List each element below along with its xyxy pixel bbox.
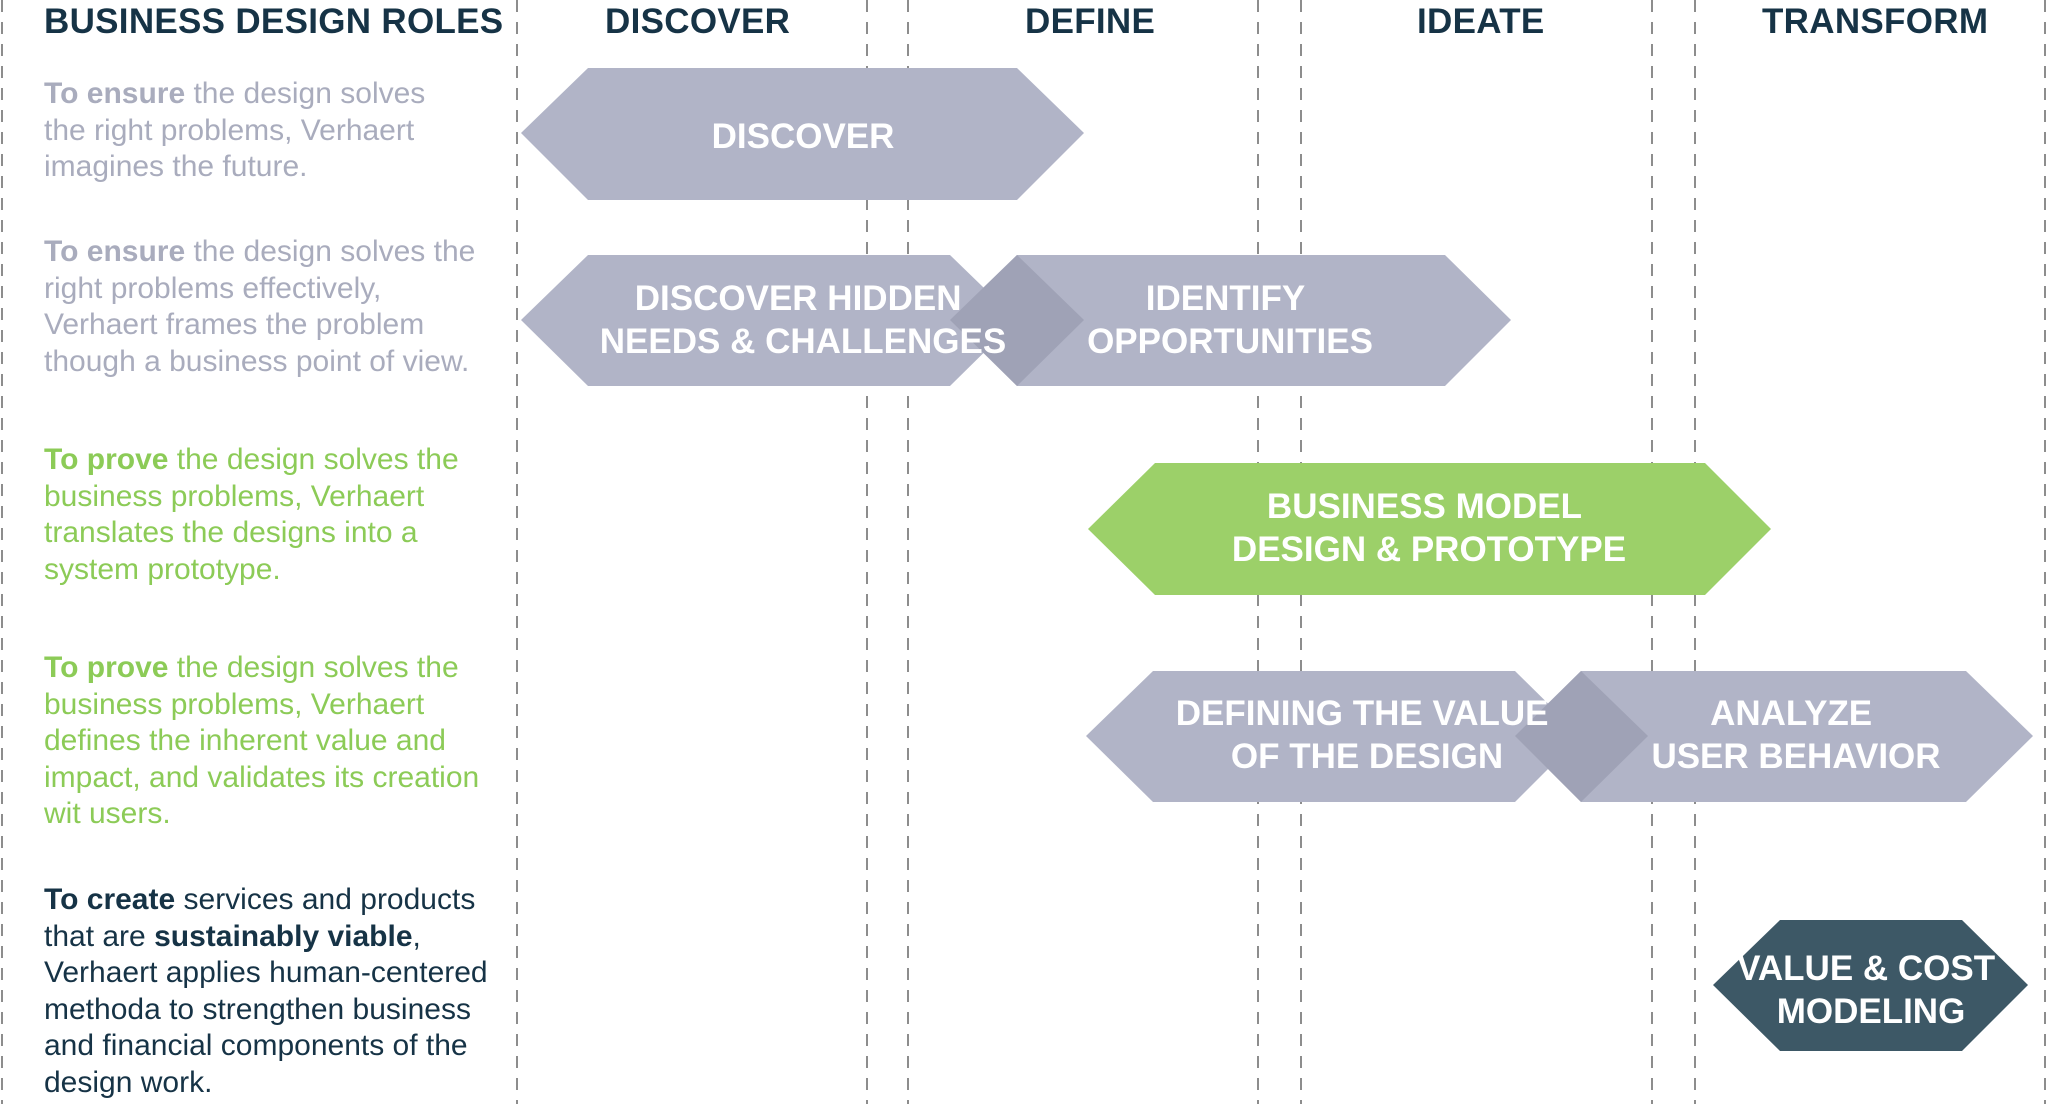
role-frame-problem: To ensure the design solves the right pr…: [44, 234, 494, 380]
hidden-needs-line-2: NEEDS & CHALLENGES: [600, 322, 1006, 361]
user-behavior-label: ANALYZE USER BEHAVIOR: [1651, 694, 1940, 776]
role-text: the design solves the business problems,…: [44, 443, 459, 586]
hidden-needs-shape: [521, 255, 1017, 386]
role-imagine-future: To ensure the design solves the right pr…: [44, 76, 464, 186]
define-header: DEFINE: [1025, 2, 1156, 41]
business-model-line-1: BUSINESS MODEL: [1267, 487, 1582, 526]
transform-header: TRANSFORM: [1762, 2, 1989, 41]
role-text-end: , Verhaert applies human-centered method…: [44, 919, 488, 1099]
overlap-diamond-2: [1515, 671, 1648, 802]
role-lead: To prove: [44, 443, 169, 476]
discover-shape-line-1: DISCOVER: [712, 117, 895, 156]
role-sustainable-viability: To create services and products that are…: [44, 882, 492, 1101]
discover-header: DISCOVER: [605, 2, 791, 41]
role-text: services and products that are: [44, 883, 476, 953]
role-validate-value: To prove the design solves the business …: [44, 650, 492, 833]
opportunities-label: IDENTIFY OPPORTUNITIES: [1087, 279, 1373, 361]
user-behavior-line-2: USER BEHAVIOR: [1651, 737, 1940, 776]
value-design-line-1: DEFINING THE VALUE: [1176, 694, 1549, 733]
value-cost-line-1: VALUE & COST: [1737, 949, 1995, 988]
business-model-line-2: DESIGN & PROTOTYPE: [1232, 530, 1626, 569]
hidden-needs-line-1: DISCOVER HIDDEN: [635, 279, 962, 318]
role-bold: sustainably viable: [154, 919, 413, 953]
role-lead: To ensure: [44, 77, 186, 110]
business-model-label: BUSINESS MODEL DESIGN & PROTOTYPE: [1232, 487, 1626, 569]
role-text: the design solves the business problems,…: [44, 651, 480, 830]
opportunities-line-2: OPPORTUNITIES: [1087, 322, 1373, 361]
discover-shape: [521, 68, 1084, 200]
value-design-shape: [1086, 671, 1581, 802]
discover-shape-label: DISCOVER: [712, 117, 895, 156]
value-design-label: DEFINING THE VALUE OF THE DESIGN: [1176, 694, 1558, 776]
value-cost-label: VALUE & COST MODELING: [1737, 949, 2005, 1031]
business-model-shape: [1088, 463, 1771, 595]
ideate-header: IDEATE: [1417, 2, 1545, 41]
user-behavior-shape: [1515, 671, 2033, 802]
value-design-line-2: OF THE DESIGN: [1231, 737, 1503, 776]
role-lead: To prove: [44, 651, 169, 684]
overlap-diamond: [950, 255, 1084, 386]
opportunities-shape: [950, 255, 1511, 386]
role-text: the design solves the right problems, Ve…: [44, 77, 426, 183]
value-cost-shape: [1713, 920, 2028, 1051]
role-text: the design solves the right problems eff…: [44, 235, 476, 378]
role-lead: To ensure: [44, 235, 186, 268]
role-system-prototype: To prove the design solves the business …: [44, 442, 464, 588]
roles-header: BUSINESS DESIGN ROLES: [44, 2, 504, 41]
hidden-needs-label: DISCOVER HIDDEN NEEDS & CHALLENGES: [600, 279, 1006, 361]
value-cost-line-2: MODELING: [1777, 992, 1966, 1031]
opportunities-line-1: IDENTIFY: [1146, 279, 1305, 318]
user-behavior-line-1: ANALYZE: [1710, 694, 1872, 733]
role-lead: To create: [44, 883, 176, 916]
